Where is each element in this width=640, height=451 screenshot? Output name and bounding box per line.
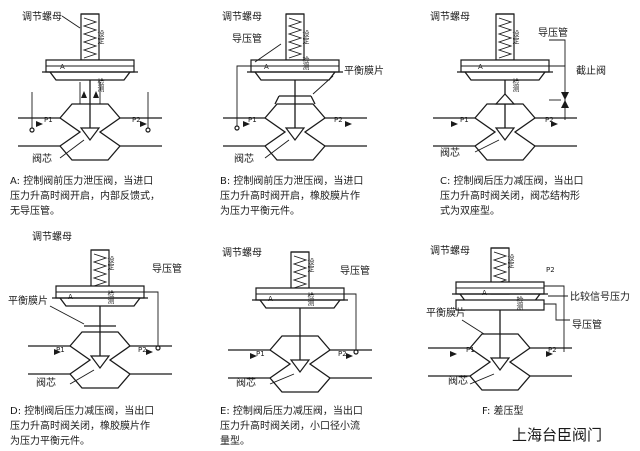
label-valve-core: 阀芯 <box>234 152 254 165</box>
label-balance-diaphragm: 平衡膜片 <box>426 306 466 319</box>
label-setting: 设定 <box>507 253 515 269</box>
label-inspection: 检测 <box>516 295 524 311</box>
caption-c-line1: C: 控制阀后压力减压阀，当出口 <box>440 174 584 187</box>
caption-e-line2: 压力升高时阀关闭，小口径小流 <box>220 419 360 432</box>
label-inspection: 检测 <box>307 291 315 307</box>
label-chamber-a: A <box>478 63 483 71</box>
label-p2: P2 <box>546 266 555 274</box>
label-adjust-nut: 调节螺母 <box>32 231 72 243</box>
caption-a-line1: A: 控制阀前压力泄压阀，当进口 <box>10 174 153 187</box>
label-p1: P1 <box>56 346 65 354</box>
label-pilot-pipe: 导压管 <box>572 318 602 331</box>
captions: A: 控制阀前压力泄压阀，当进口 压力升高时阀开启，内部反馈式， 无导压管。 B… <box>10 174 584 447</box>
label-balance-diaphragm: 平衡膜片 <box>344 64 384 77</box>
label-p1: P1 <box>256 350 265 358</box>
caption-d-line2: 压力升高时阀关闭，橡胶膜片作 <box>10 419 150 432</box>
label-valve-core: 阀芯 <box>440 146 460 159</box>
label-stop-valve: 截止阀 <box>576 64 606 77</box>
label-setting: 设定 <box>97 29 105 45</box>
caption-e-line1: E: 控制阀后压力减压阀，当出口 <box>220 404 363 417</box>
caption-b-line3: 为压力平衡元件。 <box>220 204 300 217</box>
label-adjust-nut: 调节螺母 <box>222 11 262 23</box>
panel-a <box>17 13 163 161</box>
caption-e-line3: 量型。 <box>220 434 250 447</box>
label-balance-diaphragm: 平衡膜片 <box>8 294 48 307</box>
label-inspection: 检测 <box>107 289 115 305</box>
label-adjust-nut: 调节螺母 <box>222 247 262 259</box>
label-inspection: 检测 <box>302 55 310 71</box>
label-setting: 设定 <box>307 257 315 273</box>
label-p1: P1 <box>248 116 257 124</box>
label-valve-core: 阀芯 <box>448 374 468 387</box>
label-compare-signal: 比较信号压力 <box>570 290 630 303</box>
caption-b-line1: B: 控制阀前压力泄压阀，当进口 <box>220 174 363 187</box>
caption-d-line1: D: 控制阀后压力减压阀，当出口 <box>10 404 154 417</box>
label-valve-core: 阀芯 <box>236 376 256 389</box>
caption-f-line1: F: 差压型 <box>482 404 524 417</box>
label-adjust-nut: 调节螺母 <box>22 11 62 23</box>
caption-a-line2: 压力升高时阀开启，内部反馈式， <box>10 189 160 202</box>
label-chamber-a: A <box>482 289 487 297</box>
label-p2: P2 <box>338 350 347 358</box>
label-chamber-a: A <box>60 63 65 71</box>
label-valve-core: 阀芯 <box>36 376 56 389</box>
caption-c-line2: 压力升高时阀关闭，阀芯结构形 <box>440 189 580 202</box>
label-setting: 设定 <box>107 255 115 271</box>
label-chamber-a: A <box>264 63 269 71</box>
label-valve-core: 阀芯 <box>32 152 52 165</box>
panel-f <box>427 247 573 391</box>
label-setting: 设定 <box>512 29 520 45</box>
label-pilot-pipe: 导压管 <box>340 264 370 277</box>
label-pilot-pipe: 导压管 <box>232 32 262 45</box>
label-adjust-nut: 调节螺母 <box>430 11 470 23</box>
panel-c <box>432 13 578 161</box>
label-p2: P2 <box>334 116 343 124</box>
caption-c-line3: 式为双座型。 <box>440 204 500 217</box>
label-setting: 设定 <box>302 29 310 45</box>
label-p1: P1 <box>460 116 469 124</box>
panel-e <box>227 251 373 393</box>
label-inspection: 检测 <box>97 77 105 93</box>
labels: 调节螺母 设定 检测 A P1 P2 阀芯 调节螺母 导压管 设定 检测 平衡膜… <box>8 11 630 389</box>
label-p2: P2 <box>545 116 554 124</box>
label-p2: P2 <box>132 116 141 124</box>
label-inspection: 检测 <box>512 77 520 93</box>
label-p2: P2 <box>548 346 557 354</box>
label-chamber-a: A <box>268 295 273 303</box>
caption-d-line3: 为压力平衡元件。 <box>10 434 90 447</box>
label-chamber-a: A <box>68 293 73 301</box>
label-pilot-pipe: 导压管 <box>538 26 568 39</box>
panel-d <box>27 249 173 389</box>
panel-b <box>222 13 368 161</box>
label-p1: P1 <box>44 116 53 124</box>
label-p1: P1 <box>466 346 475 354</box>
caption-a-line3: 无导压管。 <box>10 204 60 217</box>
caption-b-line2: 压力升高时阀开启，橡胶膜片作 <box>220 189 360 202</box>
label-pilot-pipe: 导压管 <box>152 262 182 275</box>
label-p2: P2 <box>138 346 147 354</box>
label-adjust-nut: 调节螺母 <box>430 245 470 257</box>
watermark: 上海台臣阀门 <box>512 426 602 444</box>
